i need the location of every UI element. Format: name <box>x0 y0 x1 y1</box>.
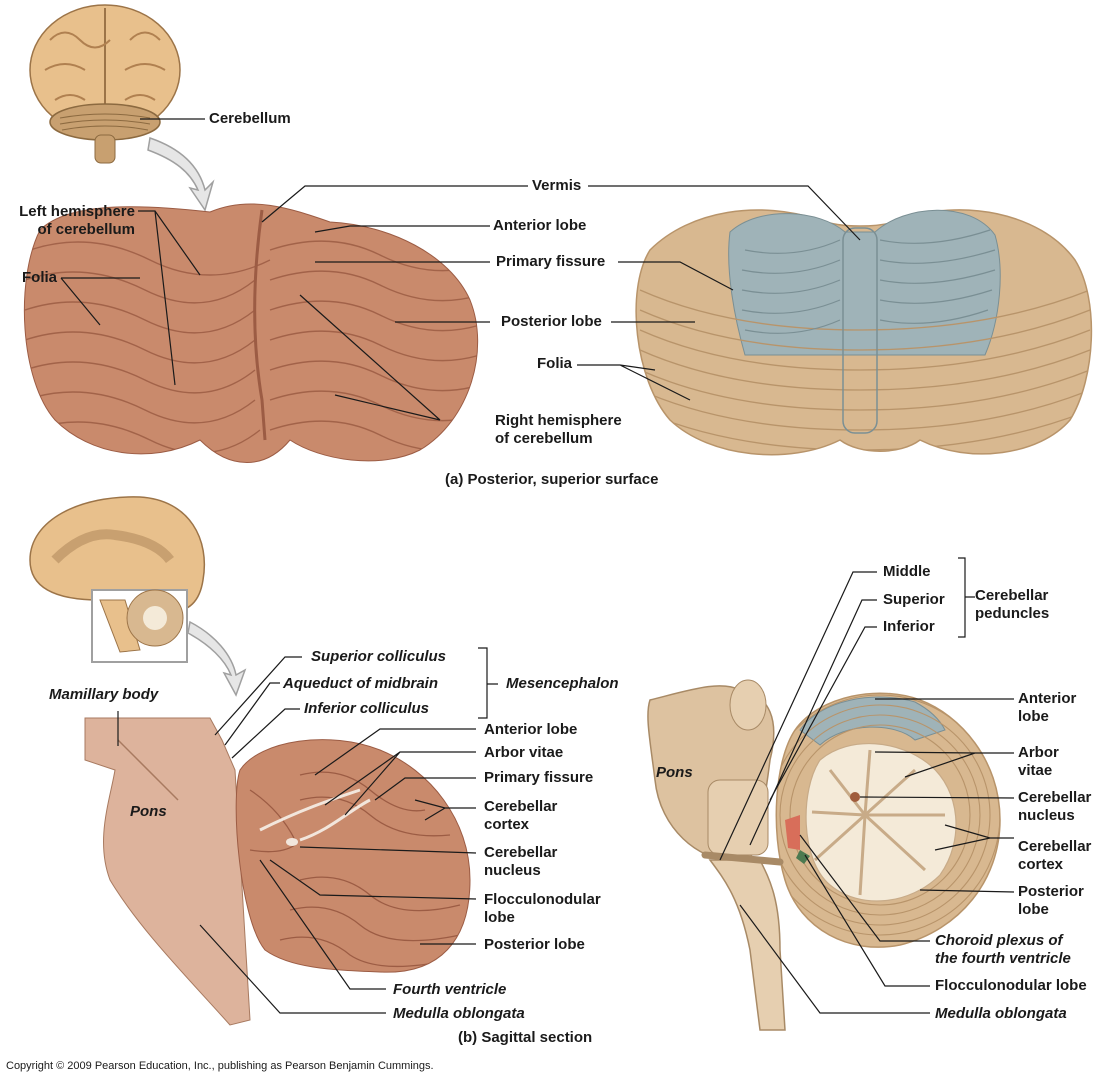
label-primary-fissure-a: Primary fissure <box>496 253 606 270</box>
label-aqueduct-of-midbrain: Aqueduct of midbrain <box>283 675 438 692</box>
label-flocculonodular-lobe-c: Flocculonodular lobe <box>935 977 1087 994</box>
label-superior-colliculus: Superior colliculus <box>311 648 447 665</box>
label-inferior-peduncle: Inferior <box>883 618 935 635</box>
callout-arrow-a <box>147 137 215 212</box>
label-fourth-ventricle: Fourth ventricle <box>393 981 507 998</box>
label-folia-left: Folia <box>22 269 58 286</box>
label-cerebellum: Cerebellum <box>209 110 291 127</box>
cerebellum-sagittal-photo <box>84 717 471 1026</box>
copyright-notice: Copyright © 2009 Pearson Education, Inc.… <box>6 1060 434 1072</box>
caption-a: (a) Posterior, superior surface <box>445 471 659 488</box>
brain-sagittal-thumbnail <box>29 496 205 663</box>
caption-b: (b) Sagittal section <box>458 1029 593 1046</box>
label-middle-peduncle: Middle <box>883 563 931 580</box>
label-inferior-colliculus: Inferior colliculus <box>304 700 430 717</box>
cerebellum-photo-posterior <box>23 203 479 463</box>
label-pons-sagittal: Pons <box>130 803 167 820</box>
label-arbor-vitae-b: Arbor vitae <box>484 744 564 761</box>
label-vermis: Vermis <box>532 177 582 194</box>
brain-posterior-thumbnail <box>29 4 181 164</box>
label-folia-right: Folia <box>537 355 573 372</box>
cerebellum-illustration-sagittal <box>647 679 1001 1031</box>
cerebellum-illustration-posterior <box>635 209 1093 456</box>
leader-lines-a <box>60 118 861 421</box>
label-medulla-oblongata-c: Medulla oblongata <box>935 1005 1067 1022</box>
label-medulla-oblongata-b: Medulla oblongata <box>393 1005 525 1022</box>
label-posterior-lobe-a: Posterior lobe <box>501 313 602 330</box>
label-anterior-lobe-b: Anterior lobe <box>484 721 578 738</box>
label-mamillary-body: Mamillary body <box>49 686 159 703</box>
callout-arrow-b <box>187 620 247 697</box>
label-pons-illustration: Pons <box>656 764 693 781</box>
label-superior-peduncle: Superior <box>883 591 945 608</box>
leader-lines-b <box>117 557 1015 1014</box>
label-anterior-lobe-a: Anterior lobe <box>493 217 587 234</box>
label-mesencephalon: Mesencephalon <box>506 675 619 692</box>
label-posterior-lobe-b: Posterior lobe <box>484 936 585 953</box>
label-primary-fissure-b: Primary fissure <box>484 769 594 786</box>
